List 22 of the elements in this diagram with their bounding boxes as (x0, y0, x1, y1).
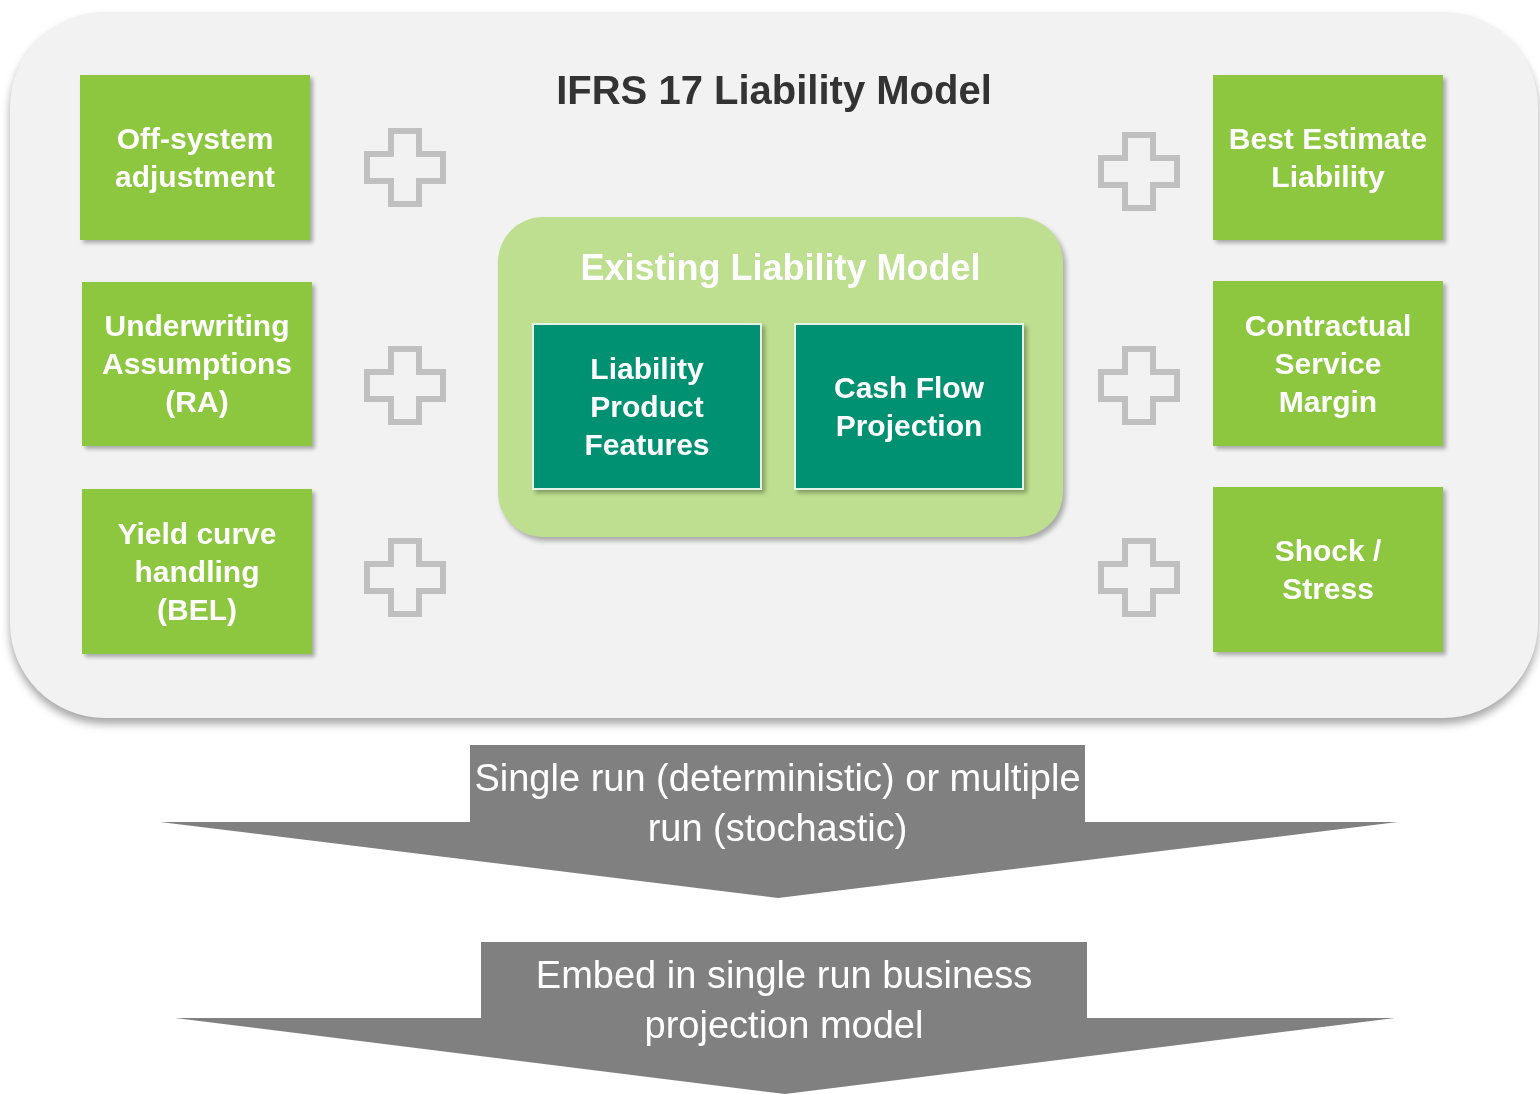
box-label: Yield curve handling (BEL) (116, 515, 278, 628)
heading: Existing Liability Model (579, 246, 982, 290)
component-box (1213, 281, 1443, 446)
box-label: Shock / Stress (1273, 532, 1383, 607)
heading: IFRS 17 Liability Model (555, 67, 993, 114)
box-label: Underwriting Assumptions (RA) (101, 308, 293, 420)
box-label: Liability Product Features (583, 350, 711, 463)
group-box (498, 217, 1063, 537)
box-label: Contractual Service Margin (1243, 307, 1413, 420)
box-label: Best Estimate Liability (1227, 120, 1429, 195)
component-box (82, 489, 312, 654)
component-box (1213, 75, 1443, 240)
component-box (1213, 487, 1443, 652)
model-panel (10, 12, 1538, 718)
box-label: Off-system adjustment (114, 120, 276, 195)
component-box (80, 75, 310, 240)
process-box (794, 323, 1024, 490)
step-text: Embed in single run business projection model (534, 953, 1034, 1048)
box-label: Cash Flow Projection (833, 369, 985, 444)
component-box (82, 282, 312, 446)
step-text: Single run (deterministic) or multiple run (stochastic) (473, 756, 1082, 851)
process-box (532, 323, 762, 490)
